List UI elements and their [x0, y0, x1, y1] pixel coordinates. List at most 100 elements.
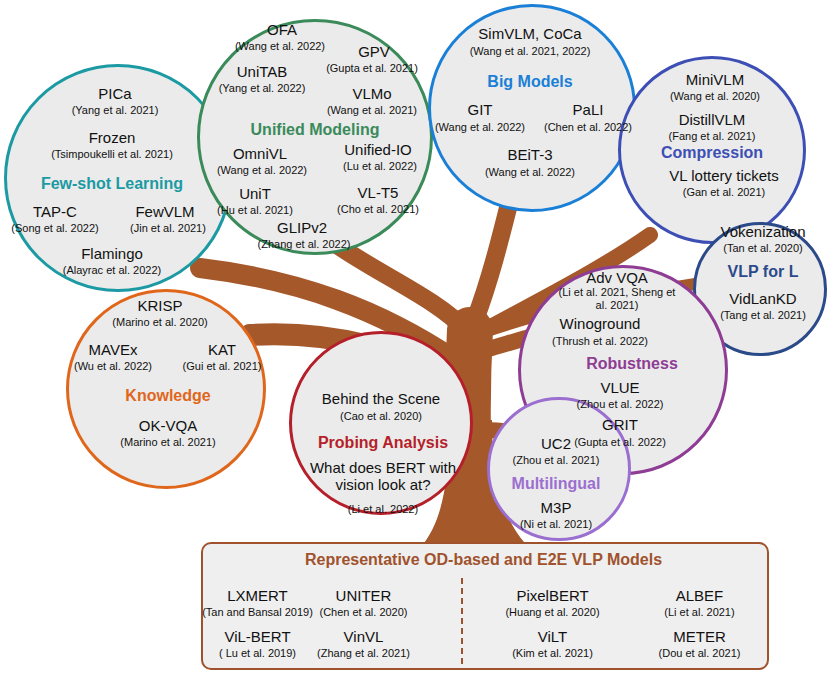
item-name: VLUE: [600, 379, 639, 396]
section-heading: Few-shot Learning: [41, 175, 183, 193]
citation: (Li et al. 2022): [348, 503, 418, 516]
citation: (Huang et al. 2020): [505, 605, 599, 618]
item-name: Winoground: [560, 315, 641, 332]
citation: (Cho et al. 2021): [337, 203, 419, 216]
item-name: VidLanKD: [729, 290, 796, 307]
citation: (Gui et al. 2021): [183, 360, 262, 373]
citation: (Yang et al. 2022): [219, 82, 306, 95]
item-name: GRIT: [602, 416, 638, 433]
citation: (Wang et al. 2022): [235, 40, 325, 53]
citation: (Zhou et al. 2021): [513, 454, 600, 467]
topic-circle: KRISP (Marino et al. 2020) MAVEx (Wu et al.…: [66, 289, 266, 489]
citation: (Song et al. 2022): [11, 222, 98, 235]
citation: (Tang et al. 2021): [720, 309, 806, 322]
citation: (Alayrac et al. 2022): [63, 264, 161, 277]
item-name: PixelBERT: [516, 587, 588, 604]
section-heading: Compression: [661, 144, 763, 162]
item-name: Adv VQA: [586, 269, 648, 286]
citation: (Gupta et al. 2021): [326, 62, 418, 75]
item-name: VLMo: [352, 85, 391, 102]
item-name: TAP-C: [33, 203, 77, 220]
models-box: Representative OD-based and E2E VLP Mode…: [201, 542, 769, 670]
citation: (Wang et al. 2022): [485, 166, 575, 179]
item-name: GIT: [468, 101, 493, 118]
item-name: DistillVLM: [679, 111, 746, 128]
section-heading: Multilingual: [512, 475, 601, 493]
section-heading: Big Models: [487, 73, 572, 91]
citation: (Hu et al. 2021): [217, 204, 293, 217]
citation: (Jin et al. 2021): [130, 222, 206, 235]
citation: (Fang et al. 2021): [669, 130, 756, 143]
item-name: ViL-BERT: [224, 628, 290, 645]
item-name: M3P: [541, 499, 572, 516]
citation: (Wu et al. 2022): [74, 360, 152, 373]
citation: (Li et al. 2021, Sheng et al. 2021): [557, 286, 677, 311]
citation: ( Lu et al. 2019): [219, 646, 296, 659]
section-heading: VLP for L: [728, 263, 799, 281]
citation: (Li et al. 2021): [664, 605, 734, 618]
citation: (Tan and Bansal 2019): [202, 605, 313, 618]
citation: (Tsimpoukelli et al. 2021): [51, 148, 173, 161]
item-name: UniT: [239, 185, 271, 202]
citation: (Chen et al. 2022): [544, 121, 632, 134]
section-heading: Unified Modeling: [251, 121, 380, 139]
topic-circle: Behind the Scene (Cao et al. 2020) Probing…: [289, 331, 473, 515]
citation: (Wang et al. 2021): [327, 104, 417, 117]
citation: (Dou et al. 2021): [659, 646, 741, 659]
citation: (Marino et al. 2020): [112, 316, 207, 329]
topic-circle: MiniVLM (Wang et al. 2020) DistillVLM (Fang…: [618, 56, 806, 244]
item-name: ViLT: [538, 628, 567, 645]
topic-circle: SimVLM, CoCa (Wang et al. 2021, 2022) Big …: [428, 4, 636, 212]
item-name: KAT: [208, 341, 236, 358]
citation: (Zhang et al. 2021): [317, 646, 410, 659]
item-name: UniTAB: [237, 63, 288, 80]
item-name: Flamingo: [81, 245, 143, 262]
citation: (Zhang et al. 2022): [258, 238, 351, 251]
citation: (Gupta et al. 2022): [574, 436, 666, 449]
item-name: METER: [673, 628, 726, 645]
item-name: Unified-IO: [344, 141, 412, 158]
citation: (Marino et al. 2021): [120, 436, 215, 449]
item-name: SimVLM, CoCa: [478, 25, 581, 42]
item-name: PICa: [98, 85, 131, 102]
citation: (Ni et al. 2021): [520, 518, 592, 531]
topic-circle: PICa(Yang et al. 2021)Frozen(Tsimpoukell…: [4, 64, 232, 292]
item-name: OK-VQA: [139, 417, 197, 434]
item-name: VinVL: [344, 628, 384, 645]
item-name: What does BERT with vision look at?: [308, 459, 458, 494]
item-name: KRISP: [137, 297, 182, 314]
item-name: UC2: [541, 435, 571, 452]
item-name: LXMERT: [227, 587, 288, 604]
citation: (Wang et al. 2021, 2022): [470, 45, 591, 58]
item-name: OFA: [267, 21, 297, 38]
item-name: BEiT-3: [507, 146, 552, 163]
item-name: GPV: [358, 43, 390, 60]
section-heading: Representative OD-based and E2E VLP Mode…: [305, 550, 662, 568]
item-name: FewVLM: [135, 203, 194, 220]
section-heading: Probing Analysis: [318, 434, 448, 452]
item-name: VL-T5: [358, 184, 399, 201]
item-name: PaLI: [573, 101, 604, 118]
citation: (Chen et al. 2020): [319, 605, 407, 618]
citation: (Wang et al. 2022): [435, 121, 525, 134]
citation: (Kim et al. 2021): [512, 646, 593, 659]
item-name: GLIPv2: [277, 219, 327, 236]
item-name: Vokenization: [720, 223, 805, 240]
citation: (Lu et al. 2022): [343, 160, 417, 173]
item-name: UNITER: [336, 587, 392, 604]
item-name: Behind the Scene: [322, 390, 440, 407]
citation: (Tan et al. 2020): [723, 242, 803, 255]
citation: (Thrush et al. 2022): [552, 335, 648, 348]
item-name: VL lottery tickets: [669, 167, 778, 184]
item-name: MiniVLM: [686, 71, 744, 88]
citation: (Wang et al. 2020): [670, 90, 760, 103]
item-name: ALBEF: [676, 587, 724, 604]
citation: (Gan et al. 2021): [683, 186, 766, 199]
item-name: Frozen: [89, 129, 136, 146]
section-heading: Knowledge: [125, 387, 210, 405]
item-name: OmniVL: [233, 145, 287, 162]
citation: (Cao et al. 2020): [340, 410, 422, 423]
dashed-divider: [461, 578, 463, 664]
item-name: MAVEx: [89, 341, 138, 358]
citation: (Zhou et al. 2022): [577, 398, 664, 411]
